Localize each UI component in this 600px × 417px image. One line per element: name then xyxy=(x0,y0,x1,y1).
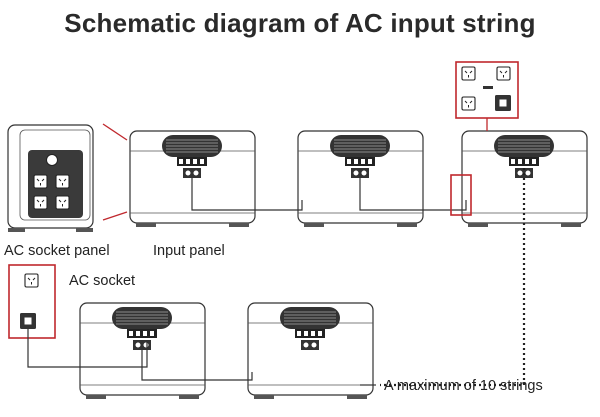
label-ac-socket: AC socket xyxy=(69,273,136,289)
side-panel-highlight xyxy=(450,174,472,216)
string-cable xyxy=(359,168,467,211)
ac-socket-inset xyxy=(8,264,56,339)
diagram-title: Schematic diagram of AC input string xyxy=(64,8,536,38)
label-input-panel: Input panel xyxy=(153,243,225,259)
extension-dotted-line xyxy=(380,168,526,387)
ac-socket-panel-unit xyxy=(7,124,94,232)
power-station-unit xyxy=(247,302,374,400)
string-cable xyxy=(191,168,303,211)
string-cable xyxy=(141,340,253,381)
socket-panel-inset xyxy=(455,61,519,119)
string-cable xyxy=(27,329,148,368)
callout-line xyxy=(102,123,128,141)
label-max-strings: A maximum of 10 strings xyxy=(384,378,543,394)
label-ac-socket-panel: AC socket panel xyxy=(4,243,110,259)
callout-line xyxy=(102,211,128,221)
